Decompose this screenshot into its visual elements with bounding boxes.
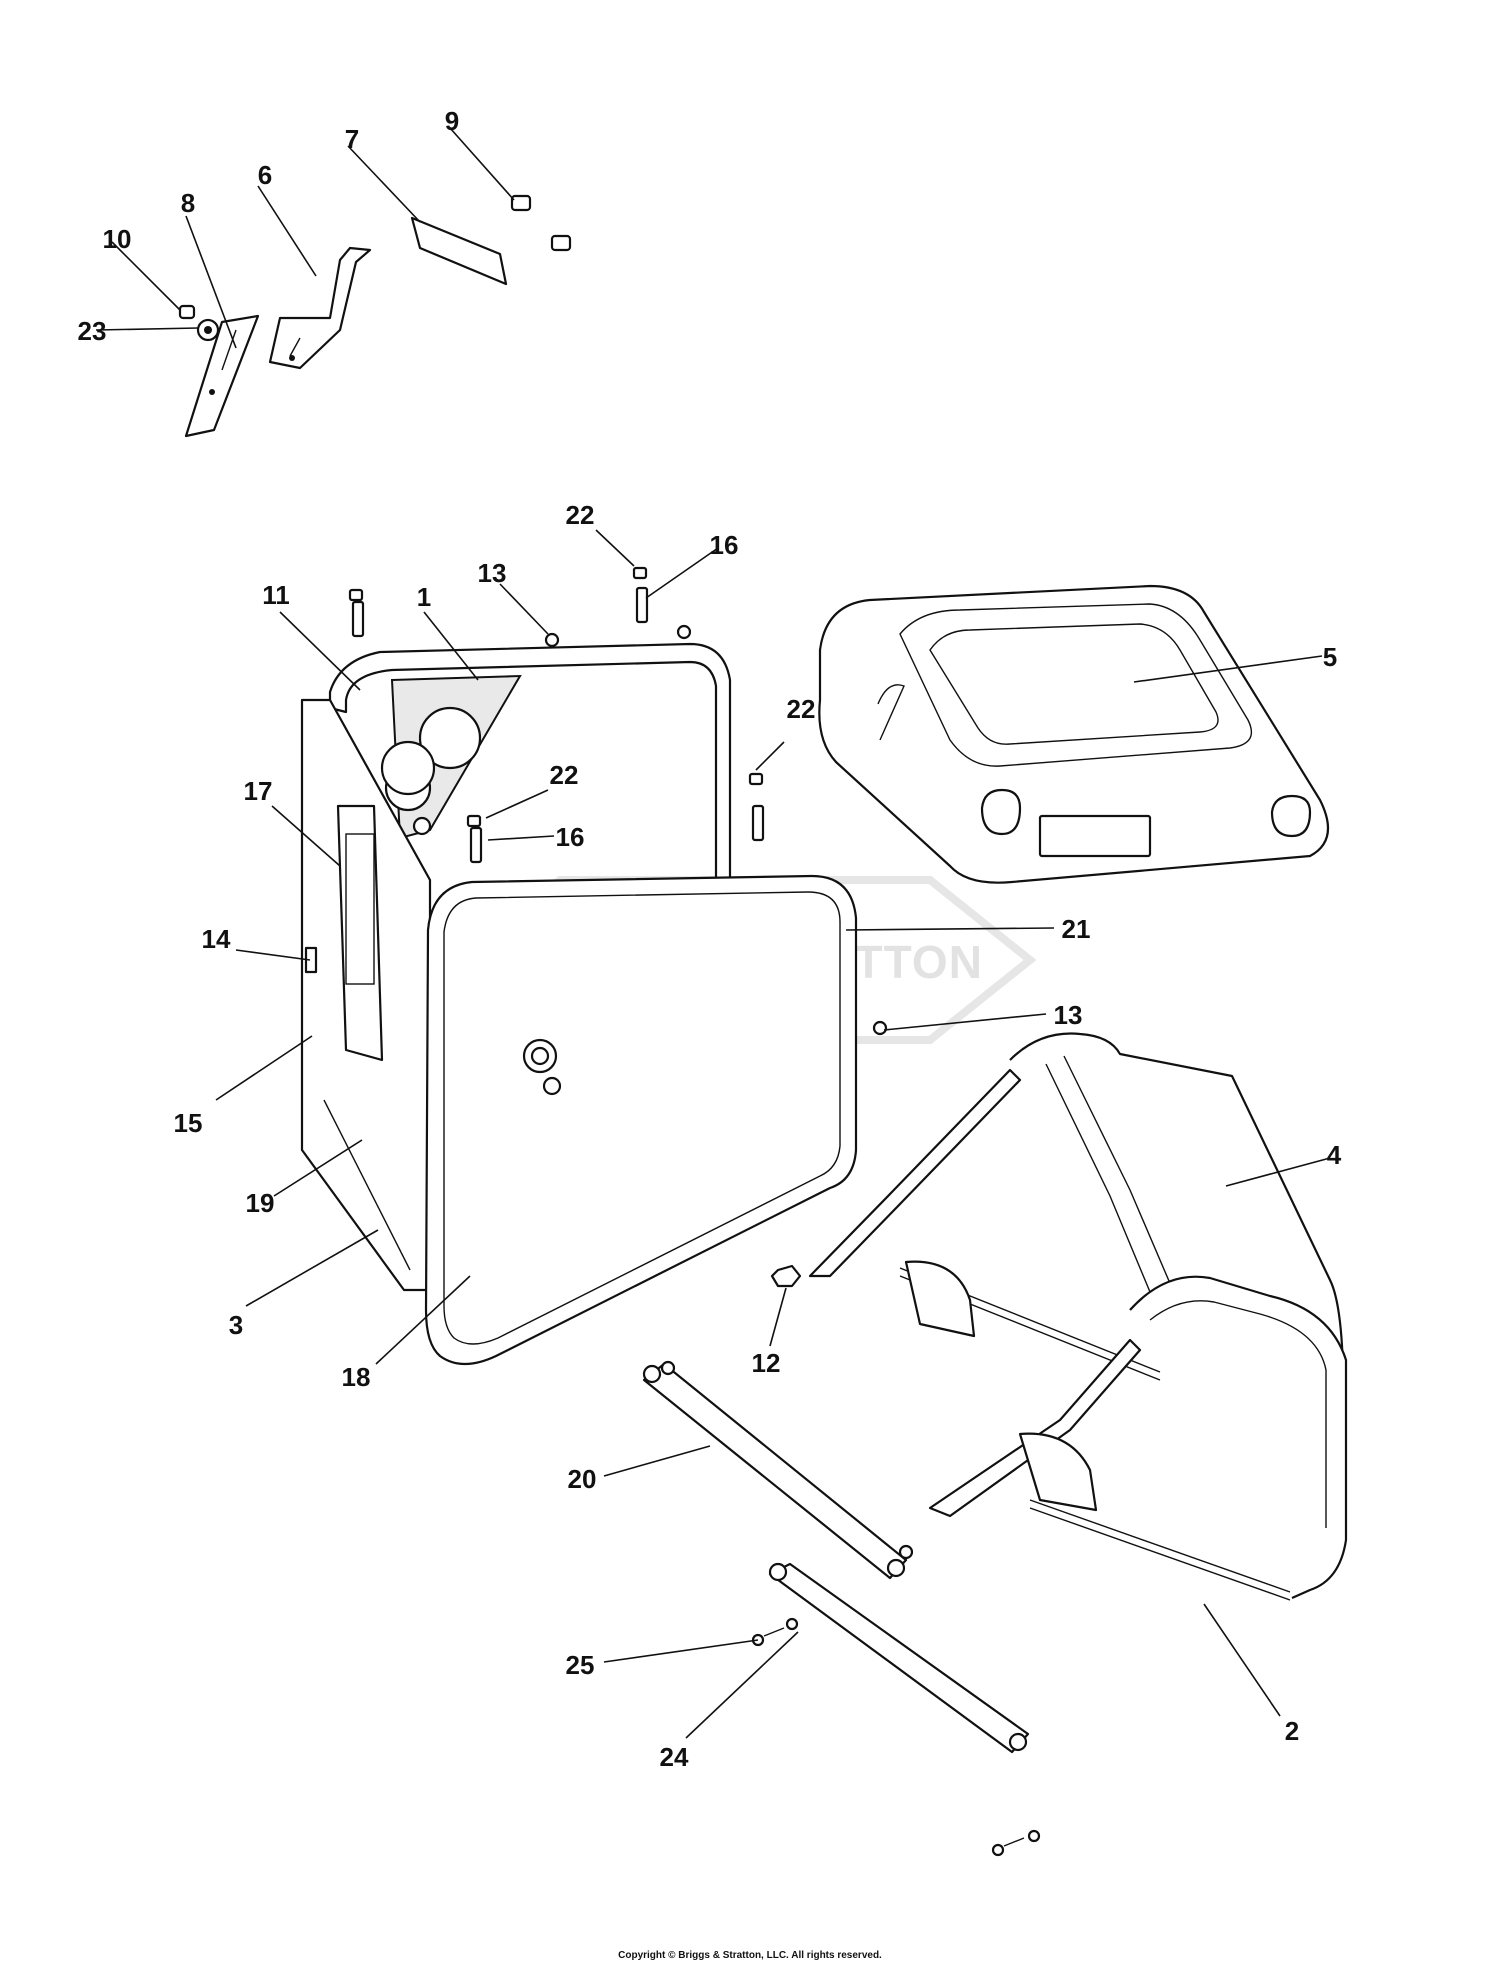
callout-25: 25 bbox=[566, 1650, 595, 1680]
callout-2: 2 bbox=[1285, 1716, 1299, 1746]
bracket-6 bbox=[268, 246, 372, 370]
leader-lines bbox=[95, 127, 1331, 1739]
callout-9: 9 bbox=[445, 106, 459, 136]
callout-7: 7 bbox=[345, 124, 359, 154]
callout-16-top: 16 bbox=[710, 530, 739, 560]
callout-10: 10 bbox=[103, 224, 132, 254]
callout-14: 14 bbox=[202, 924, 231, 954]
callout-19: 19 bbox=[246, 1188, 275, 1218]
front-panel-18 bbox=[424, 874, 858, 1366]
handle-frame-2 bbox=[904, 1260, 1291, 1601]
callout-22-top: 22 bbox=[566, 500, 595, 530]
washer-23 bbox=[196, 318, 220, 342]
nuts-22 bbox=[348, 566, 764, 828]
side-panel-3 bbox=[300, 698, 432, 1292]
bracket-8 bbox=[184, 314, 260, 438]
callout-24: 24 bbox=[660, 1742, 689, 1772]
callout-16-mid: 16 bbox=[556, 822, 585, 852]
callout-5: 5 bbox=[1323, 642, 1337, 672]
pin-25 bbox=[751, 1617, 1041, 1857]
screw-9 bbox=[510, 194, 572, 252]
screw-10 bbox=[178, 304, 196, 320]
callout-22-right: 22 bbox=[787, 694, 816, 724]
callout-12: 12 bbox=[752, 1348, 781, 1378]
callout-6: 6 bbox=[258, 160, 272, 190]
callout-labels: 10 23 8 6 7 9 11 1 13 22 16 5 22 22 16 1… bbox=[78, 106, 1342, 1772]
cover-5 bbox=[818, 584, 1330, 884]
callout-23: 23 bbox=[78, 316, 107, 346]
handle-frame-4 bbox=[808, 1032, 1348, 1600]
support-bar-24 bbox=[768, 1562, 1030, 1754]
bolts-16 bbox=[351, 586, 765, 864]
callout-21: 21 bbox=[1062, 914, 1091, 944]
callout-13-right: 13 bbox=[1054, 1000, 1083, 1030]
copyright-notice: Copyright © Briggs & Stratton, LLC. All … bbox=[618, 1950, 882, 1961]
callout-11: 11 bbox=[262, 580, 290, 610]
support-bar-20 bbox=[642, 1360, 914, 1580]
callout-22-mid: 22 bbox=[550, 760, 579, 790]
callout-18: 18 bbox=[342, 1362, 371, 1392]
callout-17: 17 bbox=[244, 776, 273, 806]
bracket-7 bbox=[410, 216, 508, 286]
callout-20: 20 bbox=[568, 1464, 597, 1494]
callout-15: 15 bbox=[174, 1108, 203, 1138]
callout-8: 8 bbox=[181, 188, 195, 218]
callout-3: 3 bbox=[229, 1310, 243, 1340]
callout-4: 4 bbox=[1327, 1140, 1342, 1170]
nut-12 bbox=[770, 1264, 802, 1288]
callout-1: 1 bbox=[417, 582, 431, 612]
nuts-13 bbox=[544, 624, 888, 1036]
callout-13-top: 13 bbox=[478, 558, 507, 588]
